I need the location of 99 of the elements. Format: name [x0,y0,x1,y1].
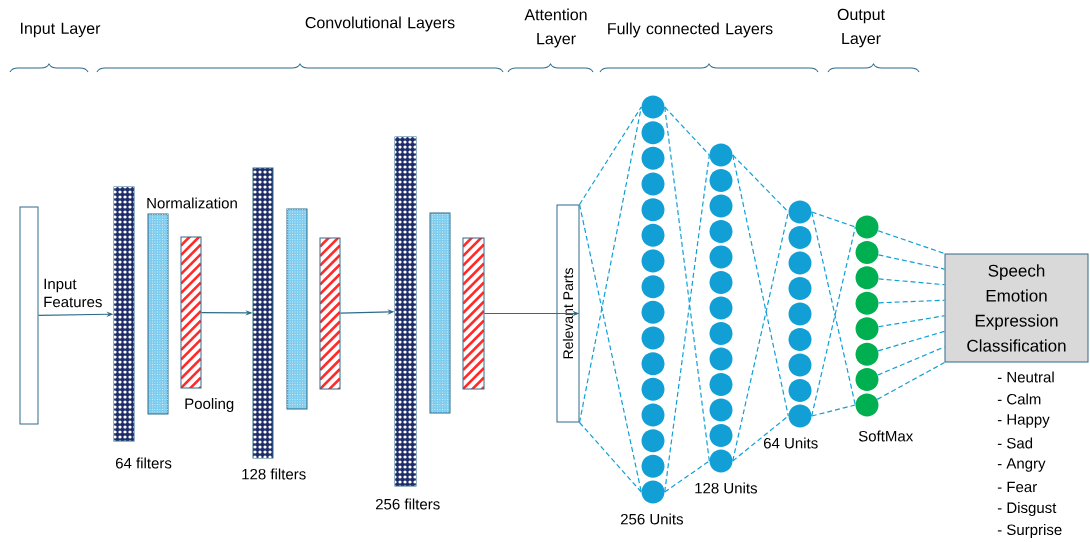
neuron-circle [641,454,665,478]
neuron-circle [788,379,812,402]
connector-line [578,106,642,206]
connector-line [877,346,946,376]
neuron-circle [641,146,665,170]
connector-line [811,404,856,417]
neuron-circle [641,198,665,222]
neuron-circle [788,328,812,351]
layer-heading: Attention Layer [524,8,587,48]
connector-line [811,211,856,228]
connector-line [578,421,642,493]
connector-line [732,154,789,213]
neuron-circle [788,251,812,275]
emotion-item: - Disgust [997,502,1057,516]
layer-heading: Fully connected Layers [608,22,773,38]
emotion-item: - Calm [997,393,1041,405]
connector-line [664,154,710,493]
neuron-circle [709,322,733,345]
layer-caption: 64 Units [763,437,818,449]
neuron-circle [641,300,665,324]
neuron-circle [709,424,733,447]
neuron-circle [855,317,879,341]
neuron-circle [641,429,665,453]
normalization-bar [286,208,308,410]
classification-box: Speech Emotion Expression Classification [944,253,1089,363]
neuron-circle [709,169,733,192]
neuron-circle [709,347,733,371]
layer-heading: Output Layer [837,8,885,48]
normalization-bar [429,212,451,414]
connector-line [664,460,710,493]
neuron-circle [788,200,812,224]
neuron-circle [641,95,665,119]
layer-caption: Normalization [147,197,237,209]
connector-line [732,415,789,462]
neuron-circle [788,404,812,428]
emotion-item: - Sad [997,437,1033,449]
connector-line [877,330,946,352]
neuron-circle [855,368,879,392]
neuron-circle [855,393,879,417]
neuron-circle [641,326,665,350]
neuron-circle [641,352,665,376]
emotion-item: - Surprise [997,524,1062,538]
neuron-circle [788,302,812,326]
neuron-circle [641,377,665,401]
attention-box: Relevant Parts [556,204,580,423]
neuron-circle [788,353,812,377]
input-box [19,206,39,425]
neuron-circle [788,226,812,249]
emotion-item: - Happy [997,414,1050,428]
neuron-circle [709,143,733,167]
connector-line [664,106,710,462]
emotion-item: - Fear [997,481,1037,493]
emotion-item: - Angry [997,458,1046,472]
neuron-circle [855,240,879,264]
neuron-circle [641,480,665,504]
neuron-circle [855,291,879,315]
neuron-circle [641,275,665,299]
emotion-item: - Neutral [997,371,1054,383]
layer-heading: Input Layer [21,22,101,38]
neuron-circle [855,342,879,366]
pooling-bar [180,236,202,389]
neuron-circle [709,449,733,473]
layer-caption: 128 filters [242,468,306,480]
layer-caption: 256 filters [375,498,440,510]
connector-line [876,361,946,400]
neuron-circle [709,220,733,243]
neuron-circle [641,403,665,427]
neuron-circle [855,266,879,290]
neuron-circle [855,215,879,239]
neuron-circle [641,249,665,273]
layer-caption: 256 Units [620,513,683,525]
neuron-circle [641,172,665,196]
layer-caption: 128 Units [695,482,757,494]
connector-line [877,315,946,328]
connector-line [877,254,946,270]
connector-line [878,278,946,286]
neuron-circle [709,194,733,218]
layer-caption: SoftMax [858,430,914,442]
neuron-circle [709,245,733,269]
normalization-bar [147,213,169,415]
pooling-bar [319,237,341,390]
connector-line [732,154,789,417]
connector-line [877,230,946,255]
connector-line [664,106,710,156]
neuron-circle [709,271,733,294]
layer-caption: 64 filters [115,457,172,469]
neuron-circle [641,223,665,247]
layer-caption: Input Features [44,278,102,308]
layer-heading: Convolutional Layers [305,16,455,32]
neuron-circle [709,373,733,396]
neuron-circle [788,277,812,300]
neuron-circle [709,296,733,320]
neuron-circle [641,121,665,145]
connector-line [878,299,946,304]
neuron-circle [709,398,733,422]
layer-caption: Pooling [185,398,234,412]
pooling-bar [462,237,485,390]
connector-line [578,203,642,493]
connector-line [578,106,642,424]
